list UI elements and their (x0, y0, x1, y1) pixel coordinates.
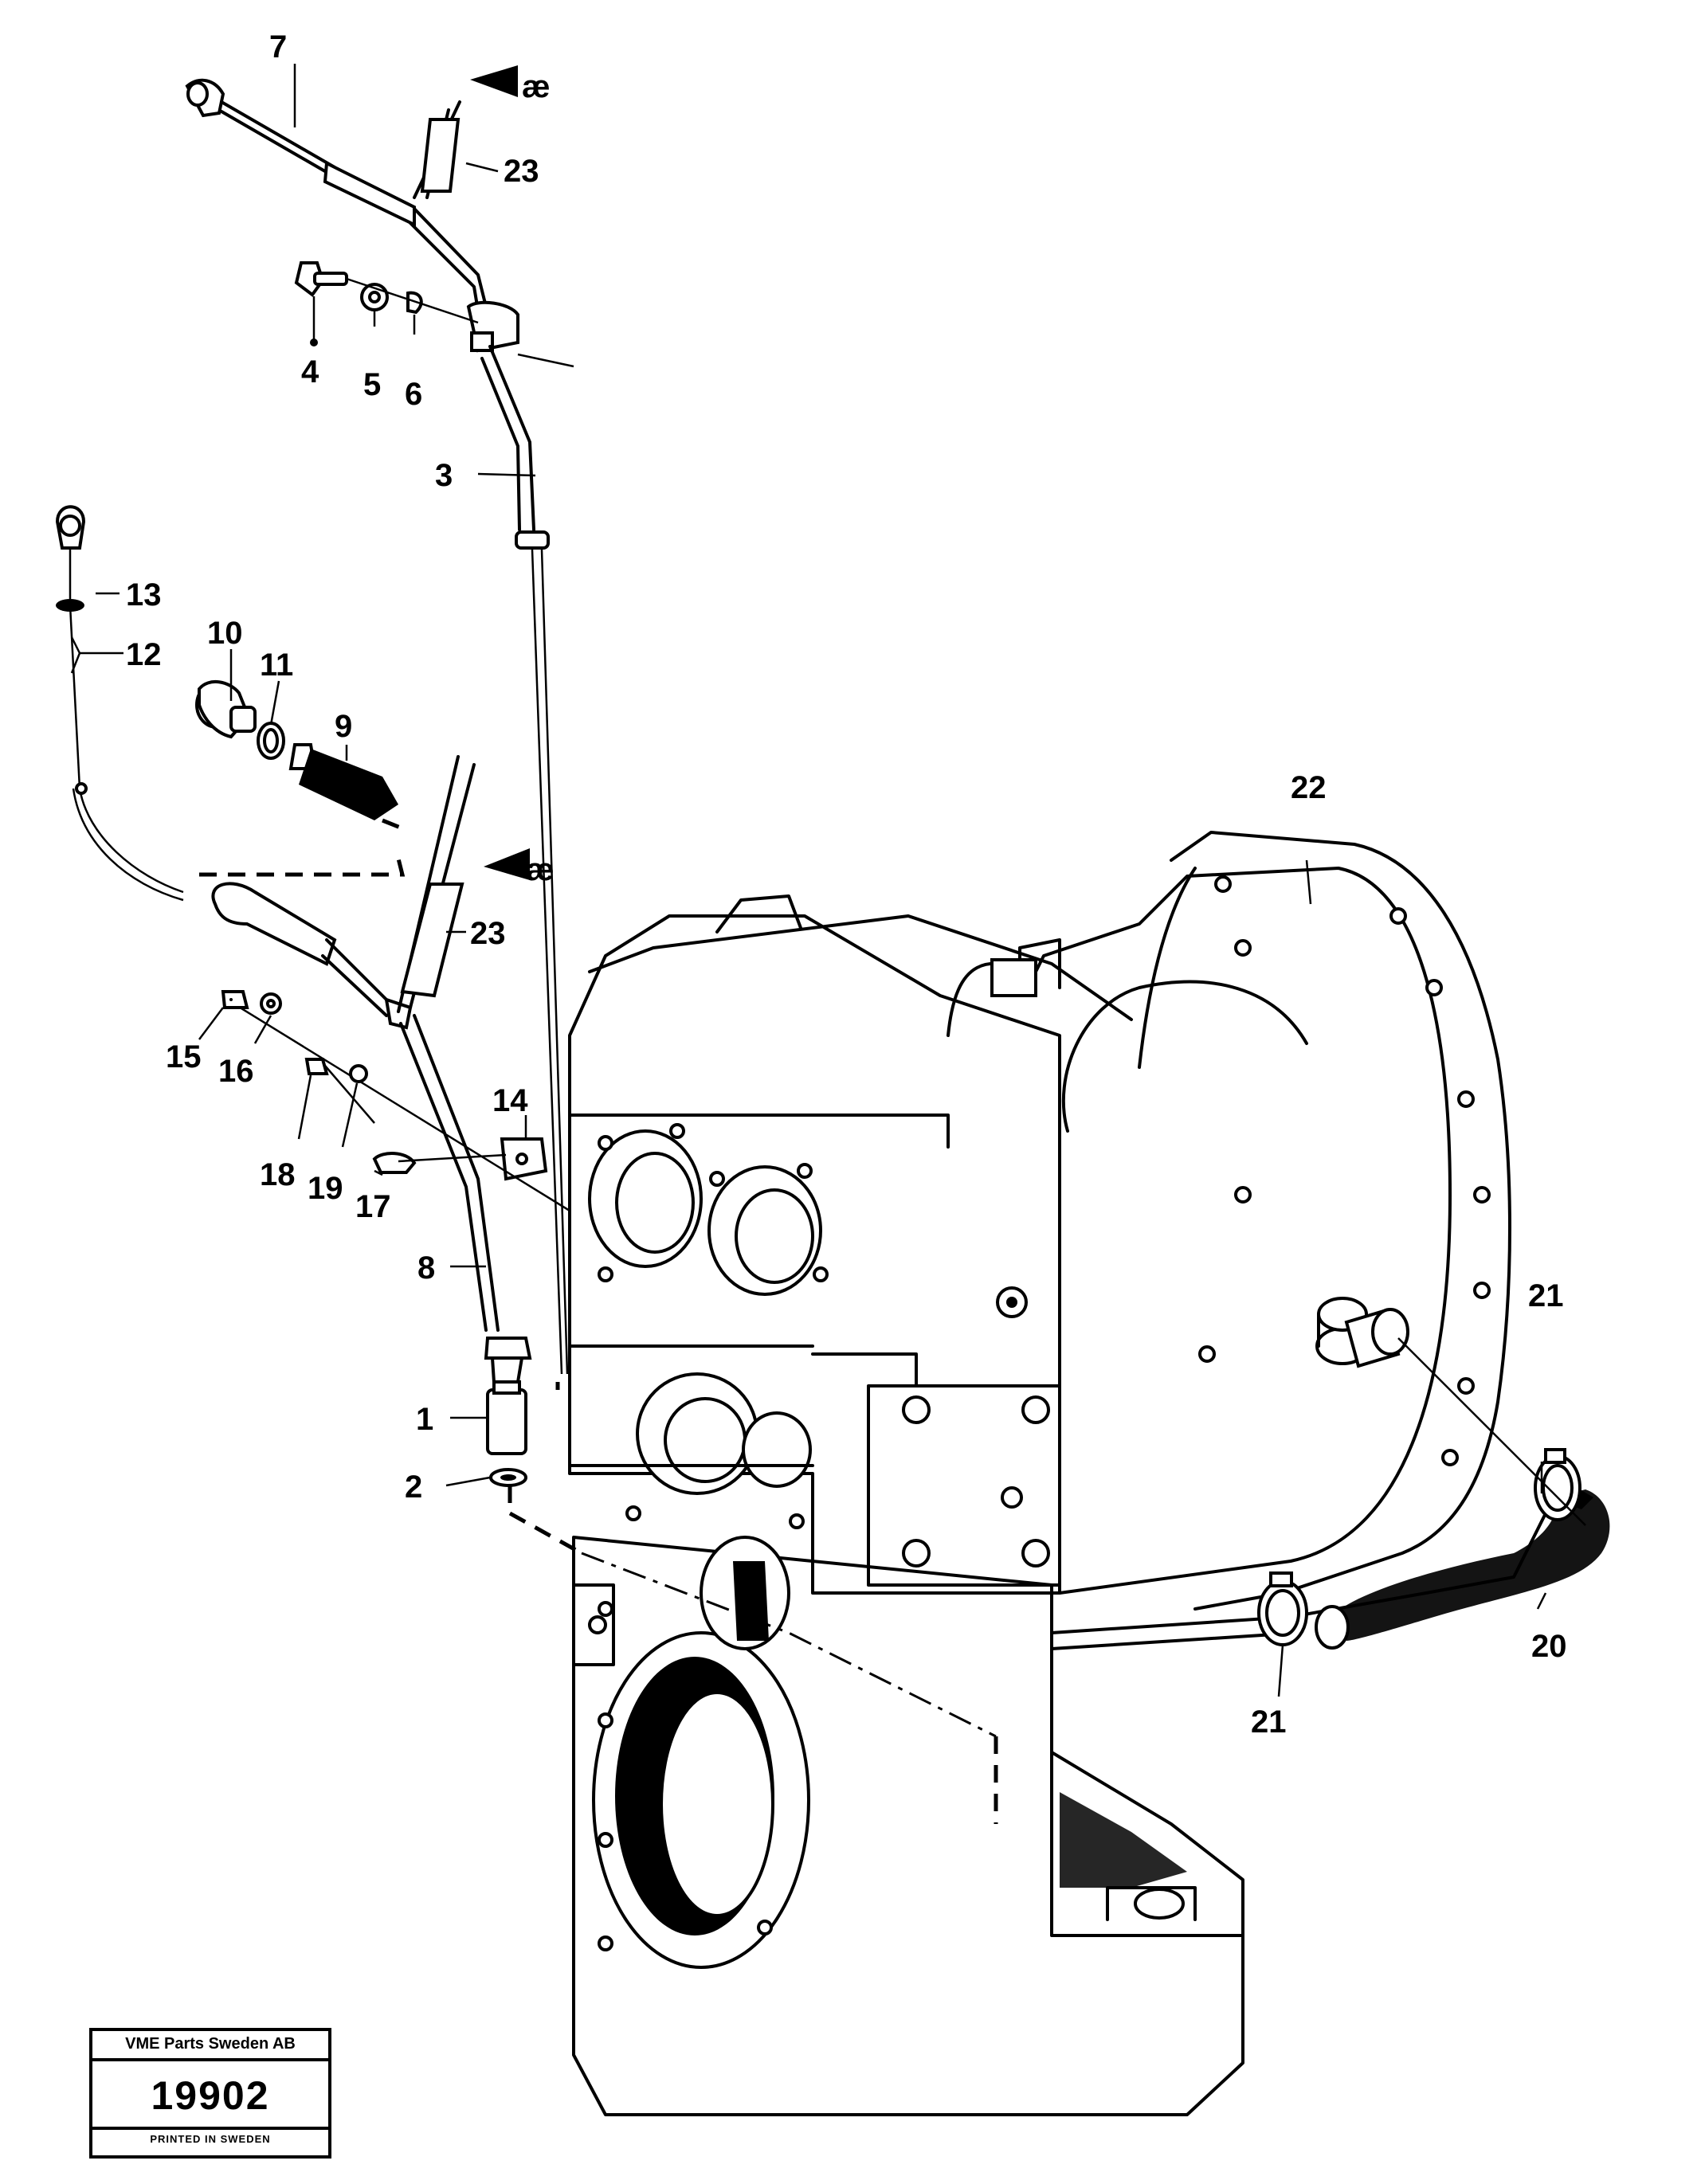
reference-lines (199, 858, 998, 1824)
filter-mesh (299, 749, 398, 820)
upper-dipstick-assembly: æ (185, 65, 574, 1375)
callout-23-upper: 23 (504, 154, 539, 189)
callout-3: 3 (435, 458, 453, 493)
drain-plug (1134, 1888, 1185, 1920)
callout-22: 22 (1291, 770, 1327, 805)
callout-20: 20 (1531, 1629, 1567, 1664)
callout-14: 14 (492, 1083, 528, 1118)
connector-body (486, 1388, 527, 1455)
callout-2: 2 (405, 1470, 422, 1505)
callout-23-lower: 23 (470, 916, 506, 951)
hose-lower (400, 883, 464, 998)
callout-19: 19 (308, 1171, 343, 1206)
callout-7: 7 (269, 29, 287, 65)
callout-15: 15 (166, 1039, 202, 1074)
lower-dipstick-assembly: æ (55, 505, 570, 1487)
callout-21-lower: 21 (1251, 1705, 1287, 1740)
callout-10: 10 (207, 616, 243, 651)
dipstick-lower-grip (211, 882, 337, 966)
parts-stamp: VME Parts Sweden AB 19902 PRINTED IN SWE… (89, 2028, 331, 2159)
callout-9: 9 (335, 709, 352, 744)
callout-12: 12 (126, 637, 162, 672)
stamp-company: VME Parts Sweden AB (92, 2031, 328, 2061)
callout-1: 1 (416, 1402, 433, 1437)
marker-ae-upper: æ (522, 69, 551, 104)
callout-11: 11 (260, 648, 293, 683)
callout-16: 16 (218, 1054, 254, 1089)
hose-upper (420, 118, 461, 193)
stamp-printed: PRINTED IN SWEDEN (92, 2127, 328, 2148)
callout-4: 4 (301, 354, 319, 389)
callout-5: 5 (363, 367, 381, 402)
callout-labels: 7 23 4 5 6 3 13 12 10 11 9 23 14 15 16 1… (126, 29, 1567, 1740)
callout-13: 13 (126, 577, 162, 613)
callout-17: 17 (355, 1189, 391, 1224)
dipstick-grip (323, 160, 416, 228)
leader-lines (70, 64, 1547, 1697)
cooler-hose-assembly (1257, 1308, 1610, 1650)
hose-20 (1331, 1489, 1610, 1641)
callout-6: 6 (405, 377, 422, 412)
callout-8: 8 (417, 1251, 435, 1286)
marker-ae-lower: æ (526, 852, 555, 887)
callout-21-upper: 21 (1528, 1278, 1564, 1313)
callout-18: 18 (260, 1157, 296, 1192)
stamp-drawing-number: 19902 (151, 2073, 270, 2118)
transmission-housing (568, 831, 1563, 2116)
